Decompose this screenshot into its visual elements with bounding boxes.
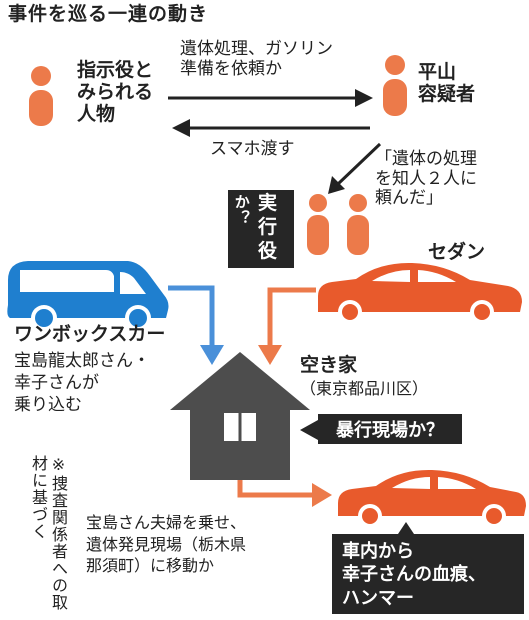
sedan-to-house-arrow — [258, 287, 316, 365]
van-label: ワンボックスカー — [14, 323, 166, 345]
instigator-label: 指示役と みられる 人物 — [77, 59, 154, 125]
house-icon — [170, 352, 310, 480]
phone-arrow-label: スマホ渡す — [210, 139, 295, 159]
delegate-arrow — [328, 142, 382, 194]
van-note: 宝島龍太郎さん・ 幸子さんが 乗り込む — [14, 351, 150, 416]
house-tag-text: 暴行現場か？ — [336, 420, 444, 441]
house-to-car-arrow — [237, 480, 332, 507]
house-tag-pointer — [300, 420, 318, 440]
house-tag: 暴行現場か？ — [318, 414, 462, 444]
request-arrow — [168, 89, 373, 107]
van-icon — [7, 261, 169, 331]
phone-arrow — [172, 119, 370, 137]
footnote: ※捜査関係者への取材に基づく — [29, 455, 68, 611]
van-to-house-arrow — [168, 285, 224, 365]
sedan-label: セダン — [428, 241, 486, 263]
sedan-icon — [318, 262, 522, 324]
request-arrow-label: 遺体処理、ガソリン 準備を依頼か — [180, 39, 333, 79]
instigator-person-icon — [29, 66, 53, 126]
suspect-quote: 「遺体の処理 を知人２人に 頼んだ」 — [375, 149, 477, 209]
diagram-title: 事件を巡る一連の動き — [8, 3, 209, 25]
house-location: （東京都品川区） — [300, 379, 429, 398]
evidence-text: 車内から 幸子さんの血痕、 ハンマー — [342, 541, 486, 609]
house-label: 空き家 — [300, 354, 358, 376]
sedan-evidence-icon — [338, 469, 526, 528]
suspect-label: 平山 容疑者 — [418, 61, 476, 105]
suspect-person-icon — [383, 55, 407, 116]
executors-question: か？ — [232, 194, 251, 226]
move-note: 宝島さん夫婦を乗せ、 遺体発見現場（栃木県 那須町）に移動か — [86, 513, 247, 576]
evidence-pointer — [398, 522, 414, 534]
executors-tag: か？ 実 行 役 — [228, 190, 294, 268]
executors-person-icon — [307, 194, 369, 255]
executors-label: 実 行 役 — [258, 192, 278, 262]
evidence-box: 車内から 幸子さんの血痕、 ハンマー — [332, 534, 524, 614]
